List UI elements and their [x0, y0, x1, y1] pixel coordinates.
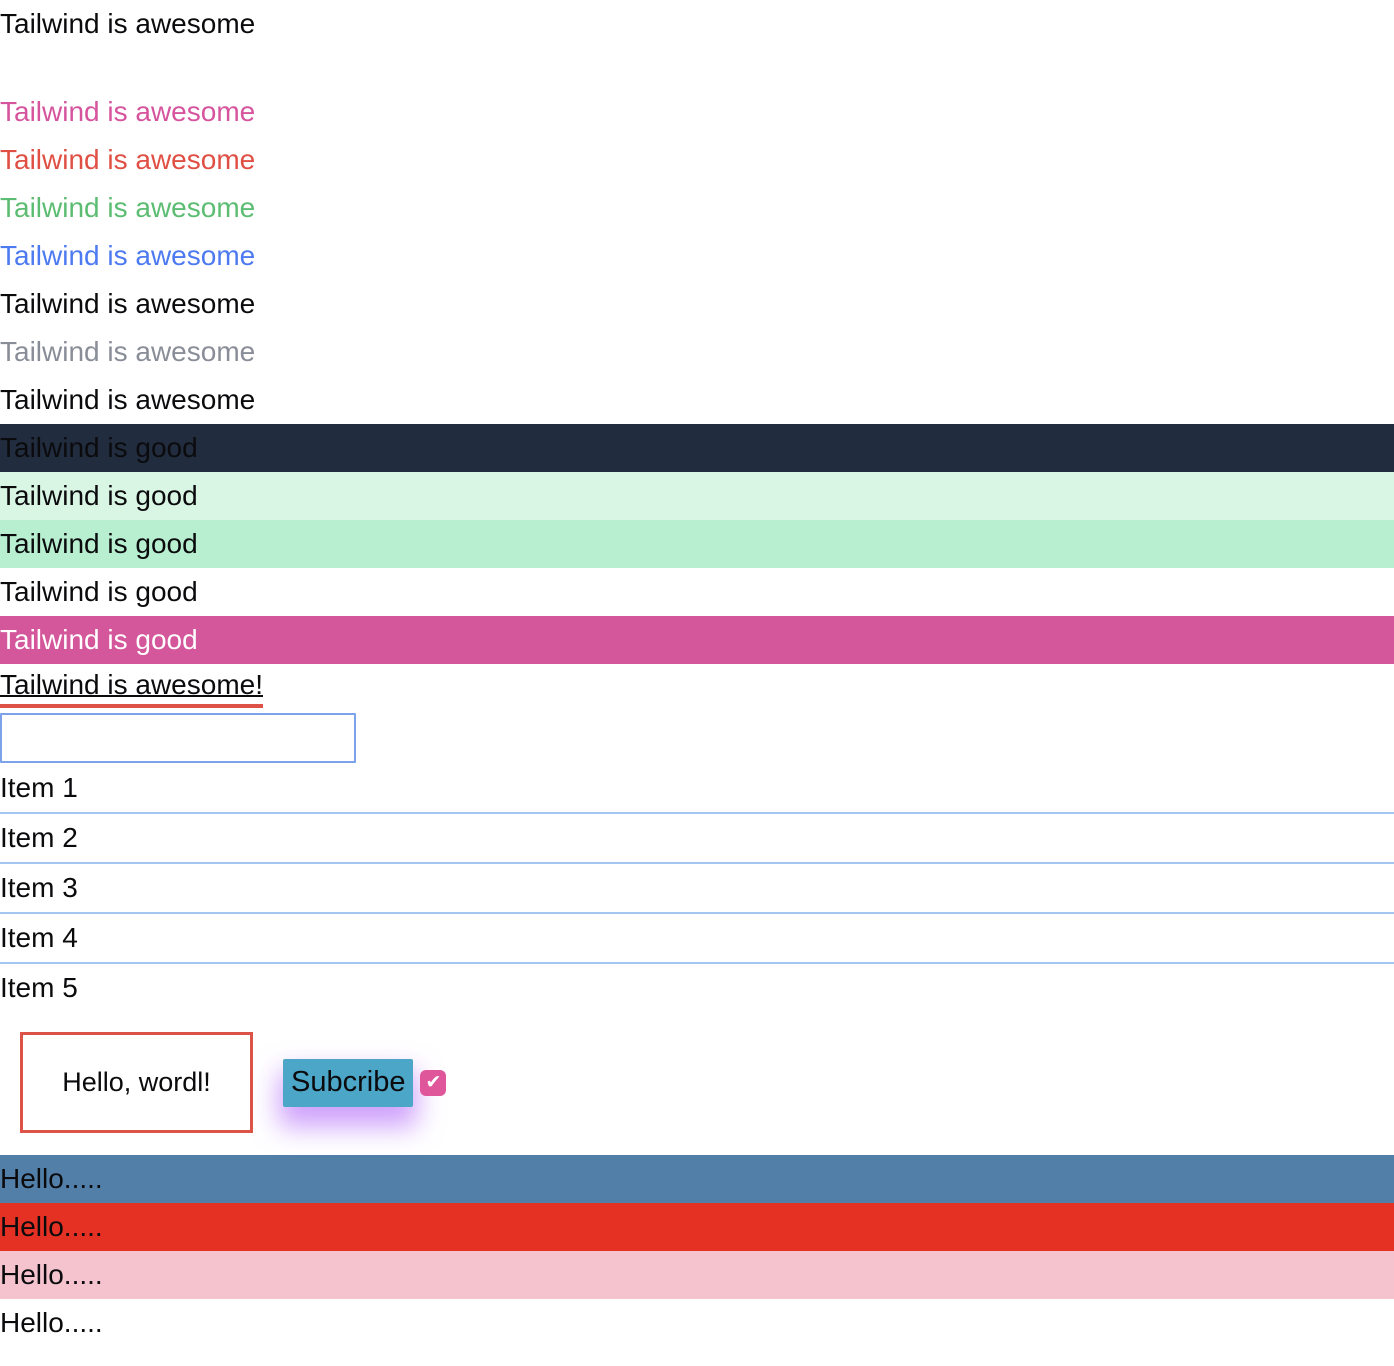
hello-bar: Hello.....: [0, 1203, 1394, 1251]
good-bar: Tailwind is good: [0, 472, 1394, 520]
spacer: [0, 48, 1394, 88]
underlined-line-row: Tailwind is awesome!: [0, 664, 1394, 712]
colored-line: Tailwind is awesome: [0, 192, 256, 223]
colored-line: Tailwind is awesome: [0, 144, 256, 175]
text-input[interactable]: [0, 713, 356, 763]
hello-bar: Hello.....: [0, 1299, 1394, 1347]
underlined-text: Tailwind is awesome!: [0, 666, 263, 708]
colored-lines-section: Tailwind is awesome Tailwind is awesome …: [0, 88, 1394, 424]
good-bars-section: Tailwind is good Tailwind is good Tailwi…: [0, 424, 1394, 664]
list-item: Item 5: [0, 972, 78, 1003]
colored-line: Tailwind is awesome: [0, 96, 256, 127]
list-item: Item 4: [0, 914, 1394, 964]
item-list: Item 1 Item 2 Item 3 Item 4 Item 5: [0, 764, 1394, 1012]
hello-row: Hello, wordl! Subcribe ✔: [20, 1032, 1394, 1133]
good-bar: Tailwind is good: [0, 616, 1394, 664]
page-title: Tailwind is awesome: [0, 8, 256, 39]
good-bar: Tailwind is good: [0, 568, 1394, 616]
list-item: Item 1: [0, 764, 1394, 814]
good-bar: Tailwind is good: [0, 424, 1394, 472]
hello-bars-section: Hello..... Hello..... Hello..... Hello..…: [0, 1155, 1394, 1347]
subscribe-button[interactable]: Subcribe: [283, 1058, 414, 1107]
list-item: Item 2: [0, 814, 1394, 864]
hello-bar: Hello.....: [0, 1251, 1394, 1299]
hello-bar: Hello.....: [0, 1155, 1394, 1203]
colored-line: Tailwind is awesome: [0, 288, 256, 319]
colored-line: Tailwind is awesome: [0, 240, 256, 271]
checkmark-icon: ✔: [425, 1072, 442, 1093]
subscribe-checkbox[interactable]: ✔: [420, 1069, 447, 1096]
list-item: Item 3: [0, 864, 1394, 914]
colored-line: Tailwind is awesome: [0, 336, 256, 367]
colored-line: Tailwind is awesome: [0, 384, 256, 415]
hello-box: Hello, wordl!: [20, 1032, 253, 1133]
good-bar: Tailwind is good: [0, 520, 1394, 568]
